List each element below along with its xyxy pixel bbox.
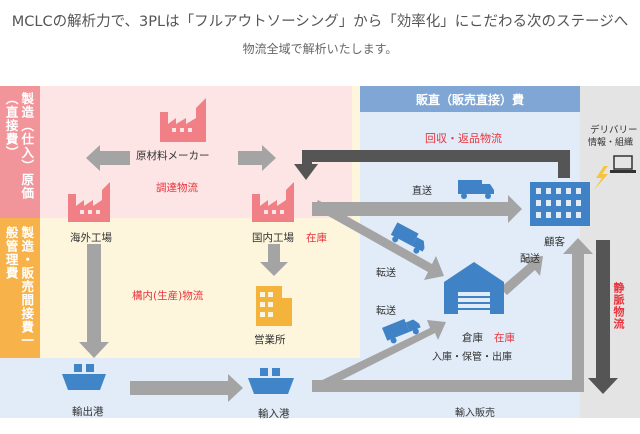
- import-port-label: 輸入港: [258, 408, 290, 420]
- domestic-stock-label: 在庫: [306, 232, 327, 244]
- warehouse-label: 倉庫: [462, 332, 483, 344]
- sales-office-label: 営業所: [254, 334, 286, 346]
- export-port-label: 輸出港: [72, 406, 104, 418]
- delivery-label-2: 情報・組織: [588, 138, 634, 148]
- side-label-indirect-cost: 製造・販売間接費一般管理費: [3, 226, 35, 348]
- raw-material-factory-icon: [160, 98, 206, 142]
- domestic-factory-label: 国内工場: [252, 232, 294, 244]
- sales-office-icon: [256, 286, 292, 326]
- left-bar-pink: [0, 86, 40, 218]
- header-title: MCLCの解析力で、3PLは「フルアウトソーシング」から「効率化」にこだわる次の…: [11, 14, 629, 30]
- sales-header: 販直（販売直接）費: [415, 93, 524, 107]
- recovery-label: 回収・返品物流: [425, 132, 502, 145]
- delivery-label-1: デリバリー: [590, 125, 638, 136]
- raw-material-label: 原材料メーカー: [136, 150, 210, 162]
- sales-header-bar: [360, 86, 580, 112]
- in-plant-flow-label: 構内(生産)物流: [132, 290, 204, 302]
- warehouse-icon: [444, 262, 504, 314]
- direct-label: 直送: [412, 186, 432, 197]
- laptop-icon: [610, 155, 636, 173]
- import-sales-label: 輸入販売: [455, 408, 495, 419]
- recovery-arrow: [294, 150, 570, 180]
- header-subtitle: 物流全域で解析いたします。: [242, 42, 398, 56]
- lightning-icon: [594, 166, 608, 190]
- gray-arrows: [79, 145, 593, 402]
- import-ship-icon: [248, 368, 294, 394]
- overseas-factory-icon: [68, 182, 110, 222]
- left-bar-orange: [0, 218, 40, 358]
- transfer-truck-icon-1: [390, 222, 425, 254]
- warehouse-ops-label: 入庫・保管・出庫: [432, 352, 512, 363]
- procurement-label: 調達物流: [156, 182, 198, 194]
- venous-label: 静脈物流: [612, 282, 625, 330]
- transfer-label-2: 転送: [376, 306, 396, 317]
- yellow-zone: [0, 218, 352, 358]
- venous-arrow: [588, 240, 618, 394]
- direct-truck-icon: [458, 180, 494, 199]
- customer-label: 顧客: [544, 236, 565, 248]
- domestic-factory-icon: [252, 182, 294, 222]
- overseas-factory-label: 海外工場: [70, 232, 112, 244]
- side-label-direct-cost: 製造（仕入）原価（直接費）: [3, 92, 35, 200]
- transfer-truck-icon-2: [382, 318, 421, 344]
- delivery-flow-label: 配送: [520, 254, 540, 265]
- warehouse-stock-label: 在庫: [494, 332, 515, 344]
- transfer-label-1: 転送: [376, 268, 396, 279]
- customer-building-icon: [530, 182, 590, 226]
- export-ship-icon: [62, 364, 106, 390]
